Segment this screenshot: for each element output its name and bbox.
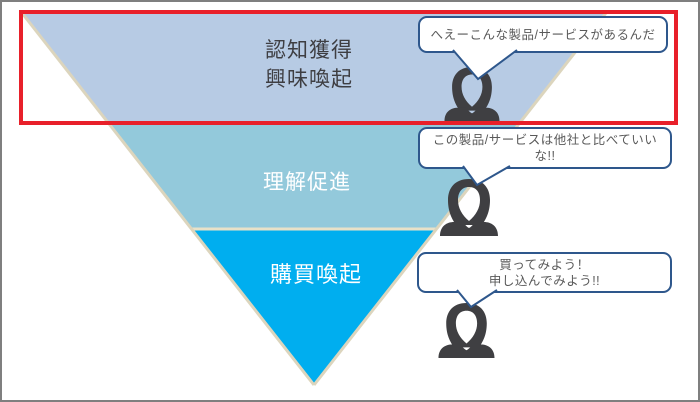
funnel-left-edge: [20, 12, 316, 386]
stage-label-understanding: 理解促進: [205, 170, 409, 195]
stage-label-line: 理解促進: [263, 171, 351, 194]
speech-bubble-understanding: この製品/サービスは他社と比べていい な!!: [418, 127, 672, 169]
speech-bubble-text: 申し込んでみよう!!: [488, 273, 601, 288]
highlight-rectangle: [19, 10, 678, 125]
stage-label-awareness: 認知獲得 興味喚起: [207, 36, 411, 94]
stage-label-purchase: 購買喚起: [214, 262, 418, 287]
speech-bubble-text: 買ってみよう！: [499, 257, 590, 272]
stage-label-line: 認知獲得: [265, 39, 353, 62]
speech-bubble-text: この製品/サービスは他社と比べていい: [432, 133, 658, 147]
funnel-stage-purchase-shape: [192, 229, 436, 385]
speech-bubble-text: へえーこんな製品/サービスがあるんだ: [430, 27, 656, 42]
speech-bubble-awareness: へえーこんな製品/サービスがあるんだ: [418, 16, 668, 53]
stage-label-line: 興味喚起: [265, 68, 353, 91]
funnel-stage-understanding-shape: [110, 124, 518, 229]
speech-bubble-purchase: 買ってみよう！ 申し込んでみよう!!: [417, 252, 672, 293]
stage-label-line: 購買喚起: [269, 262, 362, 287]
speech-bubble-text: な!!: [534, 149, 556, 163]
